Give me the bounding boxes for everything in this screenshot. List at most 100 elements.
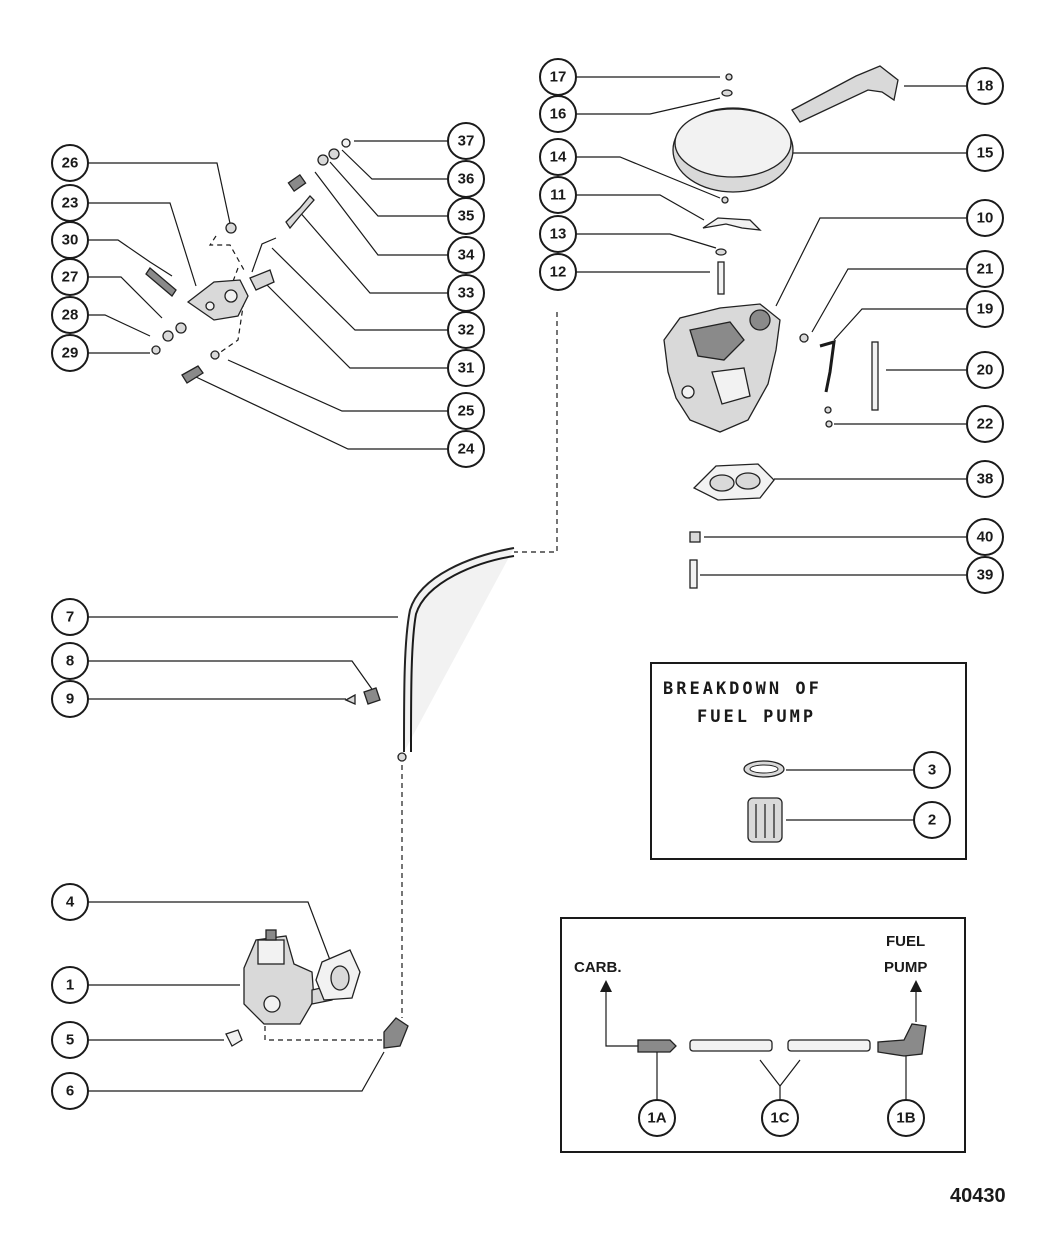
svg-text:5: 5 — [66, 1032, 74, 1049]
callout-5: 5 — [51, 1021, 89, 1059]
bracket-11 — [702, 217, 762, 231]
rod-33 — [285, 195, 315, 230]
callout-36: 36 — [447, 160, 485, 198]
svg-text:14: 14 — [550, 149, 567, 166]
svg-text:13: 13 — [550, 226, 567, 243]
callout-32: 32 — [447, 311, 485, 349]
svg-text:34: 34 — [458, 247, 475, 264]
svg-text:12: 12 — [550, 264, 567, 281]
callout-40: 40 — [966, 518, 1004, 556]
svg-text:9: 9 — [66, 691, 74, 708]
svg-text:27: 27 — [62, 269, 79, 286]
svg-text:1A: 1A — [647, 1110, 666, 1127]
washer-27 — [175, 322, 187, 334]
hose-1c-b — [787, 1039, 871, 1052]
bushing-34 — [287, 173, 307, 193]
gasket-13 — [715, 248, 727, 256]
callout-14: 14 — [539, 138, 577, 176]
svg-text:10: 10 — [977, 210, 994, 227]
svg-text:17: 17 — [550, 69, 567, 86]
callout-8: 8 — [51, 642, 89, 680]
fuel-pump-label-line1: FUEL — [886, 933, 925, 950]
nut-17 — [725, 73, 733, 81]
clip-26 — [225, 222, 237, 234]
breakdown-title-line2: FUEL PUMP — [697, 707, 816, 727]
callout-11: 11 — [539, 176, 577, 214]
callout-21: 21 — [966, 250, 1004, 288]
svg-text:1: 1 — [66, 977, 74, 994]
svg-text:31: 31 — [458, 360, 475, 377]
svg-text:20: 20 — [977, 362, 994, 379]
svg-text:1B: 1B — [896, 1110, 915, 1127]
washer-16 — [721, 89, 733, 97]
callout-12: 12 — [539, 253, 577, 291]
clip-37 — [341, 138, 351, 148]
svg-text:32: 32 — [458, 322, 475, 339]
fuel-line — [88, 312, 558, 1041]
throttle-lever-23 — [186, 279, 249, 321]
stud-39 — [689, 559, 698, 589]
fuel-pump-label-line2: PUMP — [884, 959, 927, 976]
vent-tube-18 — [791, 65, 899, 123]
svg-text:25: 25 — [458, 403, 475, 420]
callout-23: 23 — [51, 184, 89, 222]
spring-30 — [145, 267, 177, 297]
callout-7: 7 — [51, 598, 89, 636]
callout-19: 19 — [966, 290, 1004, 328]
svg-text:3: 3 — [928, 762, 936, 779]
callout-1b: 1B — [887, 1099, 925, 1137]
callout-30: 30 — [51, 221, 89, 259]
callout-33: 33 — [447, 274, 485, 312]
svg-text:38: 38 — [977, 471, 994, 488]
callout-10: 10 — [966, 199, 1004, 237]
svg-text:7: 7 — [66, 609, 74, 626]
arrow-up-pump-icon — [910, 980, 922, 992]
callout-26: 26 — [51, 144, 89, 182]
breakdown-title-line1: BREAKDOWN OF — [663, 679, 822, 699]
washer-28 — [162, 330, 174, 342]
callout-15: 15 — [966, 134, 1004, 172]
svg-text:6: 6 — [66, 1083, 74, 1100]
fitting-8 — [363, 687, 381, 705]
svg-text:16: 16 — [550, 106, 567, 123]
stud-12 — [717, 261, 725, 295]
svg-text:26: 26 — [62, 155, 79, 172]
svg-text:18: 18 — [977, 78, 994, 95]
callout-38: 38 — [966, 460, 1004, 498]
svg-text:22: 22 — [977, 416, 994, 433]
svg-text:4: 4 — [66, 894, 75, 911]
callout-20: 20 — [966, 351, 1004, 389]
callout-29: 29 — [51, 334, 89, 372]
callout-18: 18 — [966, 67, 1004, 105]
fuel-line-7 — [403, 547, 515, 753]
callout-9: 9 — [51, 680, 89, 718]
svg-text:35: 35 — [458, 208, 475, 225]
fitting-1a — [637, 1039, 677, 1053]
svg-text:1C: 1C — [770, 1110, 789, 1127]
callout-24: 24 — [447, 430, 485, 468]
screw-24 — [181, 365, 204, 384]
svg-text:8: 8 — [66, 653, 74, 670]
svg-text:30: 30 — [62, 232, 79, 249]
clip-22a — [824, 406, 832, 414]
svg-text:28: 28 — [62, 307, 79, 324]
fitting-9 — [344, 693, 356, 706]
callout-1a: 1A — [638, 1099, 676, 1137]
callout-2: 2 — [913, 801, 951, 839]
svg-text:24: 24 — [458, 441, 475, 458]
callout-4: 4 — [51, 883, 89, 921]
callout-39: 39 — [966, 556, 1004, 594]
callout-31: 31 — [447, 349, 485, 387]
svg-text:21: 21 — [977, 261, 994, 278]
fitting-1b — [877, 1023, 927, 1057]
svg-text:15: 15 — [977, 145, 994, 162]
pump-rod-19 — [819, 339, 836, 393]
svg-text:29: 29 — [62, 345, 79, 362]
fitting-5 — [225, 1029, 243, 1047]
figure-number: 40430 — [950, 1185, 1006, 1207]
rod-31 — [249, 269, 275, 291]
washer-35 — [317, 154, 329, 166]
washer-25 — [210, 350, 220, 360]
fuel-line-breakdown-box: CARB. FUEL PUMP — [560, 917, 966, 1153]
